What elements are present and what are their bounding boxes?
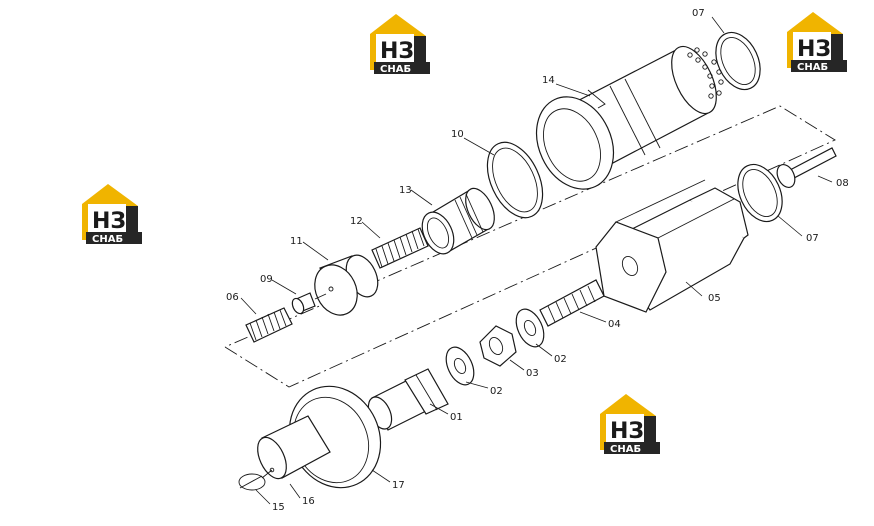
label-17: 17 (392, 480, 405, 491)
spring-part-12 (371, 227, 429, 269)
svg-text:СНАБ: СНАБ (92, 234, 123, 245)
svg-text:СНАБ: СНАБ (797, 62, 828, 73)
clip-part-15 (238, 473, 266, 491)
label-06: 06 (226, 292, 239, 303)
hex-body-part-05 (595, 179, 749, 313)
label-05: 05 (708, 293, 721, 304)
svg-text:СНАБ: СНАБ (380, 64, 411, 75)
bushing-part-13 (421, 187, 495, 255)
piston-part-11 (314, 254, 379, 316)
part-labels: 07 14 10 13 12 11 09 06 08 07 05 04 02 0… (226, 8, 849, 513)
label-09: 09 (260, 274, 273, 285)
label-16: 16 (302, 496, 315, 507)
label-02-right: 02 (554, 354, 567, 365)
sleeve-part-14 (535, 45, 724, 190)
washer-part-02-left (445, 346, 475, 386)
label-07-top: 07 (692, 8, 705, 19)
ring-part-10 (486, 141, 544, 219)
label-10: 10 (451, 129, 464, 140)
label-03: 03 (526, 368, 539, 379)
svg-text:НЗ: НЗ (797, 37, 831, 62)
leader-lines (240, 16, 833, 505)
svg-text:СНАБ: СНАБ (610, 444, 641, 455)
pin-part-16 (261, 467, 275, 479)
brand-logo: НЗ СНАБ (787, 12, 847, 73)
svg-text:НЗ: НЗ (380, 39, 414, 64)
label-08: 08 (836, 178, 849, 189)
brand-logo: НЗ СНАБ (370, 14, 430, 75)
threaded-stem-part-04 (539, 279, 605, 327)
label-13: 13 (399, 185, 412, 196)
o-ring-lower (737, 163, 783, 223)
valve-part-09 (291, 292, 327, 315)
brand-logo: НЗ СНАБ (600, 394, 660, 455)
label-12: 12 (350, 216, 363, 227)
pin-part-08 (776, 147, 837, 188)
label-14: 14 (542, 75, 555, 86)
label-02-left: 02 (490, 386, 503, 397)
label-01: 01 (450, 412, 463, 423)
nut-part-03 (479, 325, 517, 367)
brand-logo: НЗ СНАБ (82, 184, 142, 245)
svg-text:НЗ: НЗ (610, 419, 644, 444)
label-04: 04 (608, 319, 621, 330)
perforation-holes (687, 47, 724, 99)
label-15: 15 (272, 502, 285, 513)
spring-part-06 (245, 307, 293, 343)
svg-text:НЗ: НЗ (92, 209, 126, 234)
label-11: 11 (290, 236, 303, 247)
o-ring-top (715, 31, 761, 91)
label-07-lower: 07 (806, 233, 819, 244)
body-part-17 (257, 385, 382, 489)
